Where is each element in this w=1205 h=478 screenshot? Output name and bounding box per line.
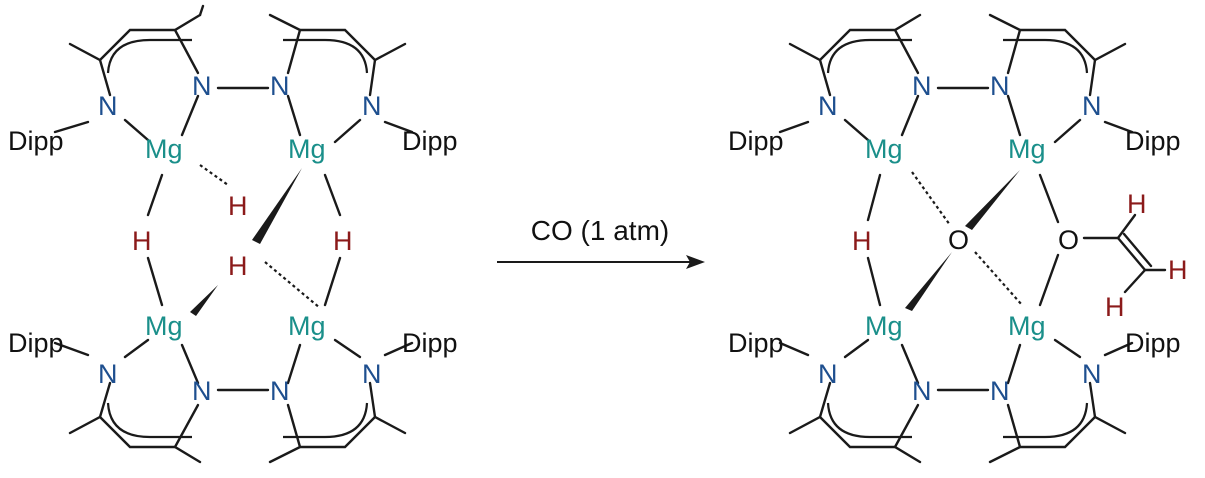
product-h-vinyl-3: H xyxy=(1105,292,1125,322)
reactant-dipp-top-right: Dipp xyxy=(402,126,458,156)
product-h-vinyl-1: H xyxy=(1127,189,1147,219)
product-n-top-2: N xyxy=(912,71,932,101)
product-n-top-4: N xyxy=(1082,91,1102,121)
product-n-top-1: N xyxy=(818,91,838,121)
product-n-bottom-2: N xyxy=(912,376,932,406)
product-o-center: O xyxy=(948,225,969,255)
product-ligand-bottom-left xyxy=(778,338,922,464)
reactant-n-bottom-1: N xyxy=(98,359,118,389)
product-mg-bottom-right: Mg xyxy=(1008,311,1046,341)
product-mg-h-bond xyxy=(866,173,882,222)
reactant-n-bottom-2: N xyxy=(192,376,212,406)
reactant-dipp-bottom-right: Dipp xyxy=(402,328,458,358)
product-h-bridge: H xyxy=(852,226,872,256)
product-o-enolate: O xyxy=(1058,225,1079,255)
product-mg-o-bond xyxy=(1038,173,1060,224)
reactant-mg-top-left: Mg xyxy=(145,134,183,164)
product-mg-top-left: Mg xyxy=(865,134,903,164)
reactant-mg-bottom-right: Mg xyxy=(288,311,326,341)
reactant-h-right: H xyxy=(333,226,353,256)
reactant-dipp-top-left: Dipp xyxy=(8,126,64,156)
reactant-n-top-1: N xyxy=(98,91,118,121)
product-dipp-top-right: Dipp xyxy=(1125,126,1181,156)
product-n-bottom-3: N xyxy=(990,376,1010,406)
product-mg-top-right: Mg xyxy=(1008,134,1046,164)
product-n-bottom-1: N xyxy=(818,359,838,389)
product-hashed-bond xyxy=(911,171,951,226)
reactant-hashed-bond xyxy=(264,261,321,309)
reactant-mg-h-bond xyxy=(323,256,342,307)
reactant-ligand-bottom-right xyxy=(268,338,414,464)
reactant-mg-bottom-left: Mg xyxy=(145,311,183,341)
product-hashed-bond xyxy=(974,251,1023,306)
reactant-dipp-bottom-left: Dipp xyxy=(8,328,64,358)
product-structure: Mg Mg Mg Mg N N N N N N N N H O O H H H … xyxy=(728,13,1188,464)
product-n-bottom-4: N xyxy=(1082,359,1102,389)
reactant-ligand-top-right xyxy=(268,13,414,144)
product-c-c-double-bond xyxy=(1122,232,1153,268)
product-h-vinyl-2: H xyxy=(1168,255,1188,285)
product-wedge-bond xyxy=(905,252,952,311)
reaction-arrow: CO (1 atm) xyxy=(497,215,705,269)
product-mg-h-bond xyxy=(866,256,882,307)
reactant-mg-h-bond xyxy=(146,256,164,307)
reactant-h-left: H xyxy=(132,226,152,256)
product-ligand-top-right xyxy=(988,13,1134,144)
product-wedge-bond xyxy=(965,170,1020,230)
arrow-head xyxy=(686,255,705,269)
product-dipp-bottom-left: Dipp xyxy=(728,328,784,358)
reagent-label: CO (1 atm) xyxy=(531,215,669,246)
product-dipp-top-left: Dipp xyxy=(728,126,784,156)
reactant-ligand-top-left xyxy=(53,4,205,142)
reactant-n-top-3: N xyxy=(270,71,290,101)
reactant-wedge-bond xyxy=(252,168,302,244)
product-n-top-3: N xyxy=(990,71,1010,101)
reactant-n-top-2: N xyxy=(192,71,212,101)
reactant-wedge-bond xyxy=(190,285,218,316)
reactant-h-center-upper: H xyxy=(228,191,248,221)
product-c-h-bond xyxy=(1116,213,1137,240)
product-c-h-bond xyxy=(1123,268,1147,294)
reactant-ligand-bottom-left xyxy=(53,338,202,464)
reactant-mg-top-right: Mg xyxy=(288,134,326,164)
reactant-structure: Mg Mg Mg Mg N N N N N N N N H H H H Dipp… xyxy=(8,4,458,464)
reactant-n-bottom-3: N xyxy=(270,376,290,406)
reactant-mg-h-bond xyxy=(323,173,342,217)
product-c-c-double-bond xyxy=(1116,236,1147,272)
product-ligand-top-left xyxy=(778,13,922,142)
reactant-mg-h-bond xyxy=(146,173,164,217)
reactant-h-center-lower: H xyxy=(228,251,248,281)
product-mg-bottom-left: Mg xyxy=(865,311,903,341)
product-mg-o-bond xyxy=(1038,253,1060,307)
reactant-n-bottom-4: N xyxy=(362,359,382,389)
reactant-n-top-4: N xyxy=(362,91,382,121)
product-ligand-bottom-right xyxy=(988,338,1134,464)
product-dipp-bottom-right: Dipp xyxy=(1125,328,1181,358)
reactant-hashed-bond xyxy=(199,164,229,186)
